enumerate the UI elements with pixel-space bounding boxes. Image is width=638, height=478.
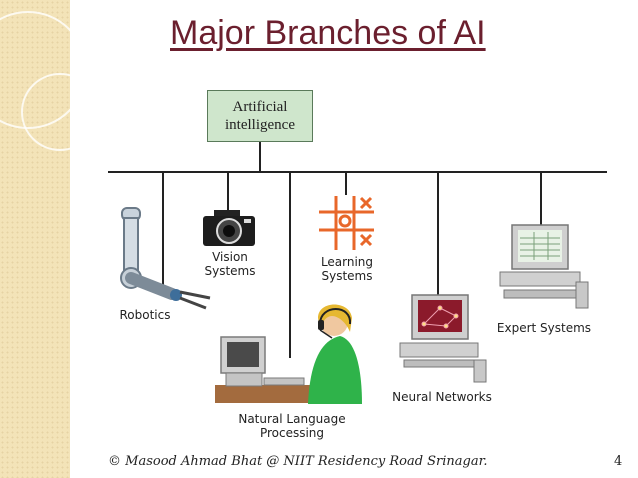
branch-label-expert-text: Expert Systems xyxy=(496,321,592,335)
branch-label-expert-systems: Expert Systems xyxy=(494,321,594,335)
branch-label-learning-line-1: Learning xyxy=(320,255,374,269)
tic-tac-toe-icon xyxy=(319,196,374,250)
branch-label-vision-line-1: Vision xyxy=(212,250,248,264)
branch-label-neural-text: Neural Networks xyxy=(392,390,492,404)
expert-system-computer-icon xyxy=(499,224,589,309)
speech-operator-illustration xyxy=(215,304,362,404)
root-node-label-line-1: Artificial xyxy=(232,99,288,115)
branch-label-robotics: Robotics xyxy=(110,308,180,322)
slide-title: Major Branches of AI xyxy=(170,14,486,52)
slide-footer: © Masood Ahmad Bhat @ NIIT Residency Roa… xyxy=(108,454,488,469)
branch-label-vision-line-2: Systems xyxy=(204,264,256,278)
decorative-side-band xyxy=(0,0,70,478)
branch-label-robotics-text: Robotics xyxy=(119,308,171,322)
root-node-artificial-intelligence: Artificial intelligence xyxy=(207,90,313,142)
camera-icon xyxy=(203,210,255,246)
branch-label-learning-systems: Learning Systems xyxy=(312,255,382,283)
branch-label-natural-language-processing: Natural Language Processing xyxy=(222,412,362,440)
tree-connectors xyxy=(108,142,607,358)
decorative-arc xyxy=(0,11,87,129)
root-node-label-line-2: intelligence xyxy=(225,117,295,133)
robotic-arm-icon xyxy=(120,207,211,310)
decorative-arc xyxy=(21,73,99,151)
branch-label-neural-networks: Neural Networks xyxy=(382,390,502,404)
branch-label-nlp-line-2: Processing xyxy=(259,426,325,440)
neural-network-computer-icon xyxy=(399,294,487,383)
branch-label-vision-systems: Vision Systems xyxy=(200,250,260,278)
branch-label-nlp-line-1: Natural Language xyxy=(238,412,346,426)
page-number: 4 xyxy=(614,454,623,469)
branch-label-learning-line-2: Systems xyxy=(321,269,373,283)
